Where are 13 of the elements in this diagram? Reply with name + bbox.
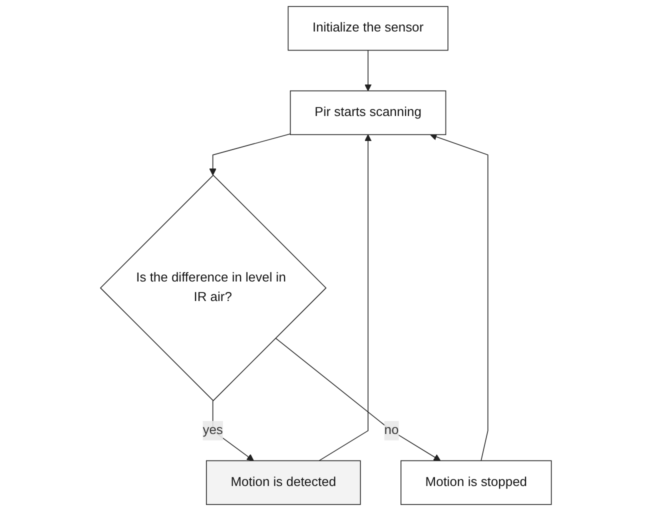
arrow [318, 134, 372, 462]
node-diamond: Is the difference in level in IR air? [100, 174, 326, 402]
arrow [208, 133, 290, 176]
arrow [274, 338, 440, 462]
edge-label: no [384, 423, 398, 438]
edge-label: yes [202, 423, 223, 438]
arrow [212, 400, 254, 462]
node-box: Motion is detected [206, 460, 360, 505]
arrow [364, 50, 372, 92]
arrow [430, 133, 488, 462]
node-box: Pir starts scanning [290, 90, 446, 136]
node-box: Motion is stopped [400, 460, 552, 505]
node-box: Initialize the sensor [287, 6, 448, 51]
